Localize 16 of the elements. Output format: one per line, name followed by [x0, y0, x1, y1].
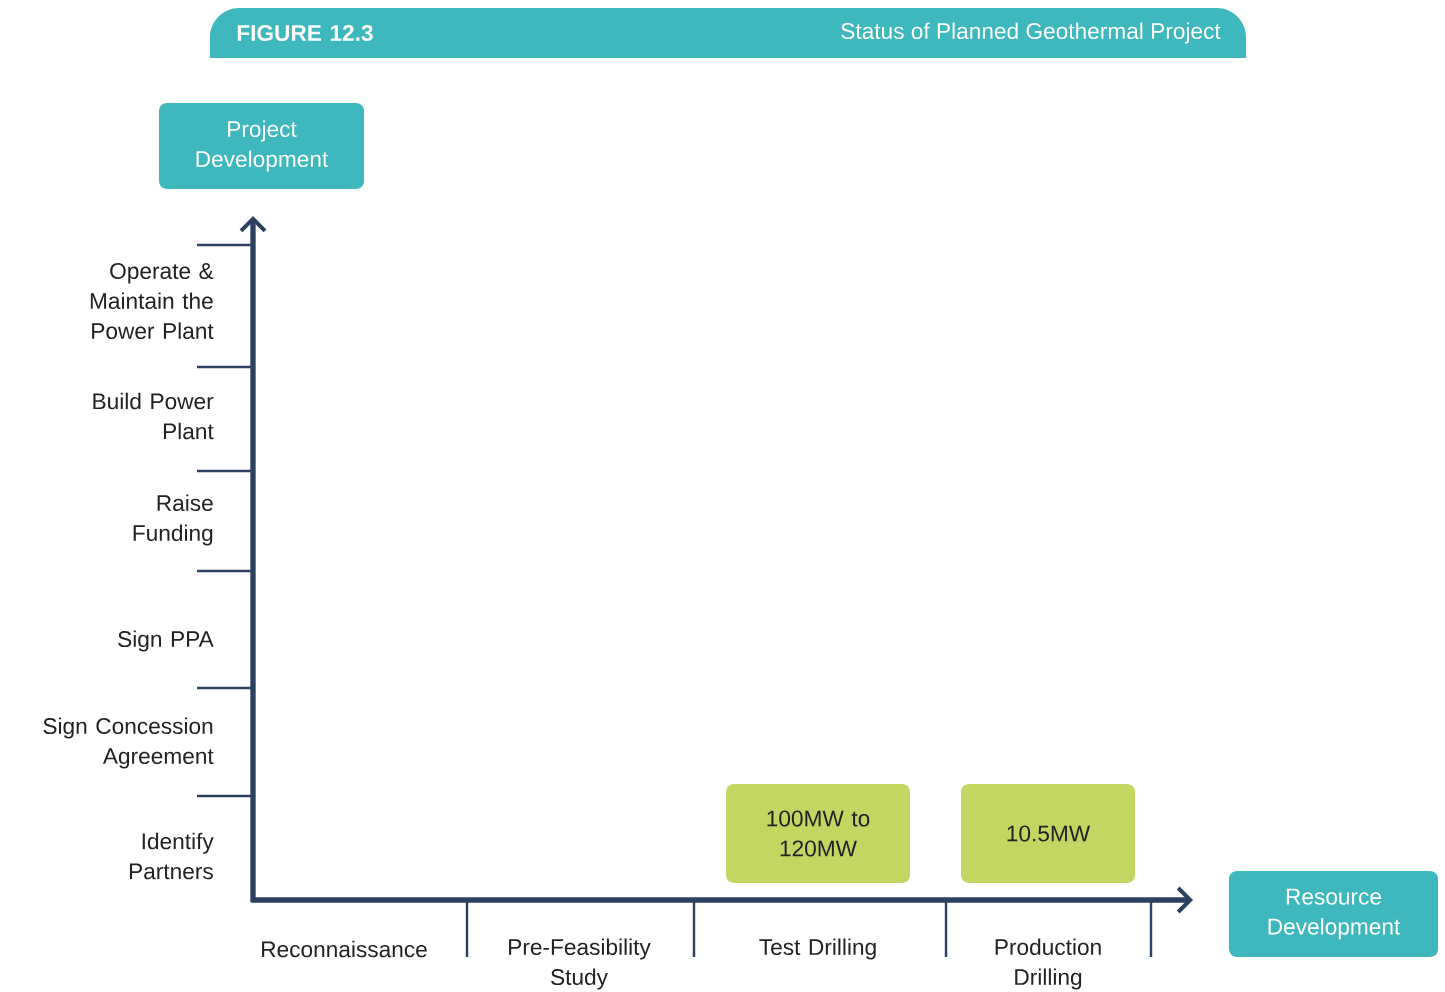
capacity-box: 10.5MW [961, 784, 1135, 883]
figure-title: Status of Planned Geothermal Project [841, 22, 1221, 44]
stage-box: Project Development [158, 103, 365, 189]
axis-label: Build Power Plant [93, 392, 214, 440]
axis-label: Raise Funding [133, 494, 213, 546]
axis-label: Pre-Feasibility Study [509, 938, 651, 990]
axis-label: Reconnaissance [262, 940, 427, 958]
axis-label: Sign PPA [118, 630, 214, 652]
axis-label: Test Drilling [759, 938, 876, 960]
axis-label: Production Drilling [995, 938, 1101, 990]
figure-number: FIGURE 12.3 [237, 24, 373, 42]
axis-label: Sign Concession Agreement [43, 717, 214, 769]
stage-box: Resource Development [1229, 871, 1439, 957]
axis-label: Identify Partners [129, 832, 214, 880]
axis-label: Operate & Maintain the Power Plant [90, 263, 214, 340]
capacity-box: 100MW to 120MW [726, 784, 910, 883]
